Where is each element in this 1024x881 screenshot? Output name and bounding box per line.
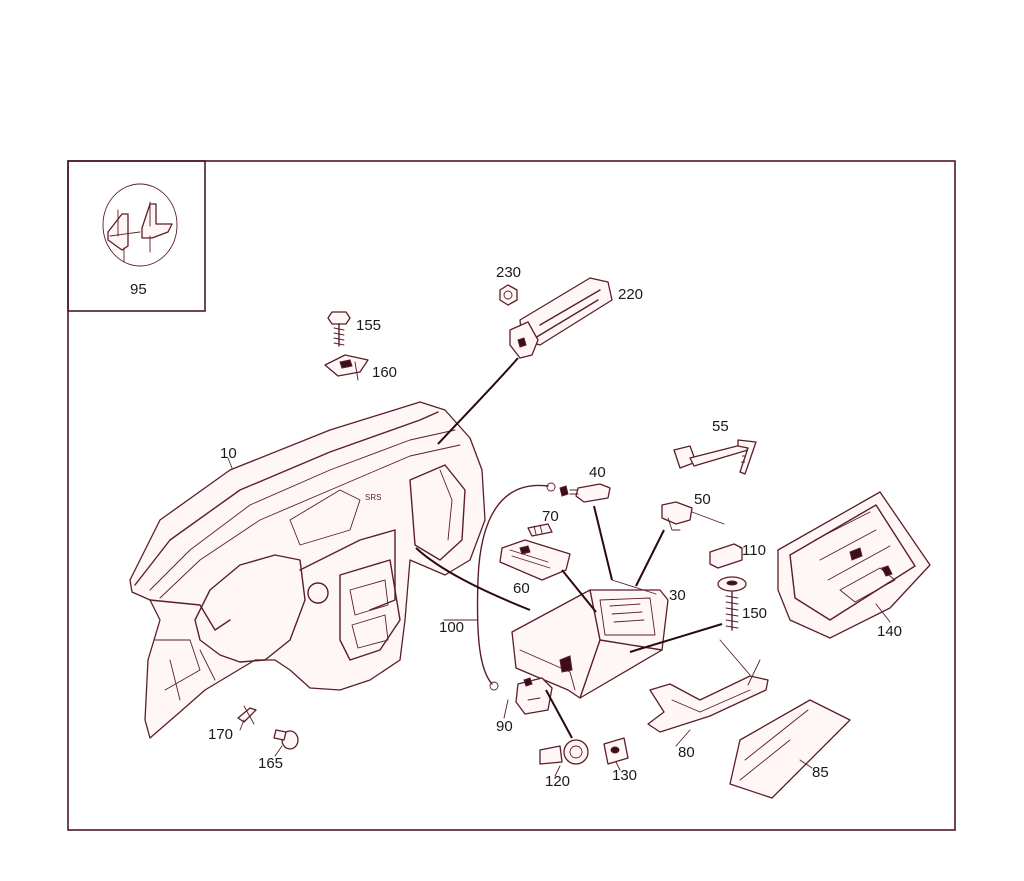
label-220: 220 bbox=[618, 286, 643, 303]
part-155-screw bbox=[327, 311, 351, 347]
arrow-90-to-120 bbox=[545, 689, 573, 739]
arrow-40-to-housing bbox=[593, 505, 613, 581]
part-230-nut bbox=[499, 284, 518, 306]
label-160: 160 bbox=[372, 364, 397, 381]
part-70-bulb bbox=[527, 523, 553, 537]
part-90-switch bbox=[515, 677, 553, 715]
part-100-cable bbox=[476, 482, 556, 691]
label-40: 40 bbox=[589, 464, 606, 481]
label-10: 10 bbox=[220, 445, 237, 462]
arrow-220-to-dashboard bbox=[437, 357, 519, 445]
label-50: 50 bbox=[694, 491, 711, 508]
part-10-dashboard: SRS bbox=[129, 401, 486, 739]
diagram-frame bbox=[67, 160, 956, 831]
label-140: 140 bbox=[877, 623, 902, 640]
label-230: 230 bbox=[496, 264, 521, 281]
part-30-glovebox-housing bbox=[511, 589, 669, 699]
part-40-switch bbox=[559, 483, 611, 503]
part-150-screw bbox=[717, 576, 747, 631]
label-90: 90 bbox=[496, 718, 513, 735]
part-120-socket bbox=[539, 739, 589, 765]
label-95: 95 bbox=[130, 281, 147, 298]
inset-box-95 bbox=[67, 160, 206, 312]
arrow-50-to-housing bbox=[635, 529, 665, 587]
part-55-key bbox=[673, 439, 757, 475]
part-140-lid bbox=[777, 491, 931, 639]
arrow-60-to-housing bbox=[561, 569, 597, 613]
label-150: 150 bbox=[742, 605, 767, 622]
label-80: 80 bbox=[678, 744, 695, 761]
part-80-handle bbox=[647, 639, 769, 733]
label-85: 85 bbox=[812, 764, 829, 781]
part-165-rivet bbox=[273, 729, 299, 750]
label-165: 165 bbox=[258, 755, 283, 772]
part-50-lock bbox=[661, 501, 725, 531]
label-70: 70 bbox=[542, 508, 559, 525]
part-220-airbag bbox=[509, 277, 613, 359]
label-155: 155 bbox=[356, 317, 381, 334]
arrow-housing-to-dashboard bbox=[415, 547, 531, 611]
label-30: 30 bbox=[669, 587, 686, 604]
label-110: 110 bbox=[742, 542, 766, 559]
label-100: 100 bbox=[439, 619, 464, 636]
part-170-clip bbox=[237, 705, 257, 725]
part-85-cover bbox=[729, 699, 851, 799]
label-55: 55 bbox=[712, 418, 729, 435]
label-170: 170 bbox=[208, 726, 233, 743]
part-60-lamp bbox=[499, 539, 571, 581]
label-130: 130 bbox=[612, 767, 637, 784]
arrow-150-to-housing bbox=[629, 623, 723, 653]
part-160-bracket bbox=[324, 354, 369, 381]
label-120: 120 bbox=[545, 773, 570, 790]
label-60: 60 bbox=[513, 580, 530, 597]
leader-lines bbox=[227, 457, 891, 777]
part-95-clip bbox=[102, 183, 178, 267]
part-130-frame bbox=[603, 737, 629, 765]
part-110-cap bbox=[709, 543, 743, 569]
svg-text:SRS: SRS bbox=[365, 493, 381, 502]
